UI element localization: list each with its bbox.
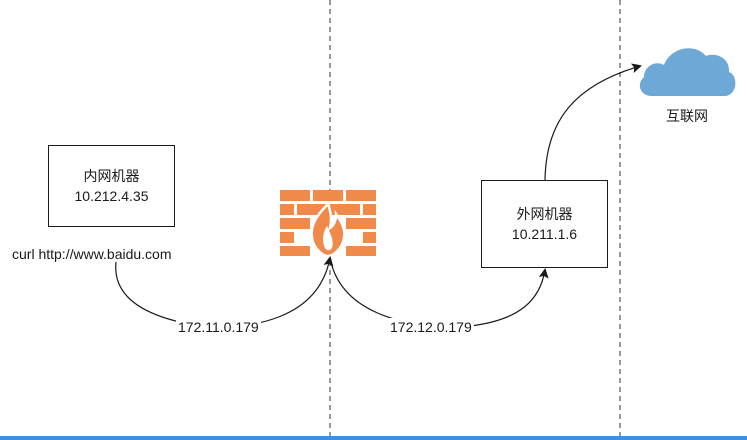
edge-label-inner-firewall: 172.11.0.179	[176, 318, 261, 336]
outer-machine-title: 外网机器	[516, 206, 573, 222]
inner-machine-node: 内网机器 10.212.4.35	[48, 145, 175, 227]
curl-command-label: curl http://www.baidu.com	[12, 246, 172, 262]
bottom-accent-bar	[0, 436, 747, 440]
inner-machine-ip: 10.212.4.35	[74, 188, 149, 204]
internet-label: 互联网	[666, 108, 708, 124]
outer-machine-node: 外网机器 10.211.1.6	[481, 180, 608, 268]
connector-inner-to-firewall	[115, 256, 334, 328]
firewall-icon	[280, 190, 376, 258]
cloud-icon	[639, 48, 736, 96]
connector-outer-to-internet	[544, 63, 642, 181]
outer-machine-ip: 10.211.1.6	[511, 226, 578, 242]
connector-firewall-to-outer	[329, 257, 549, 328]
inner-machine-title: 内网机器	[83, 168, 140, 184]
edge-label-firewall-outer: 172.12.0.179	[388, 318, 474, 336]
